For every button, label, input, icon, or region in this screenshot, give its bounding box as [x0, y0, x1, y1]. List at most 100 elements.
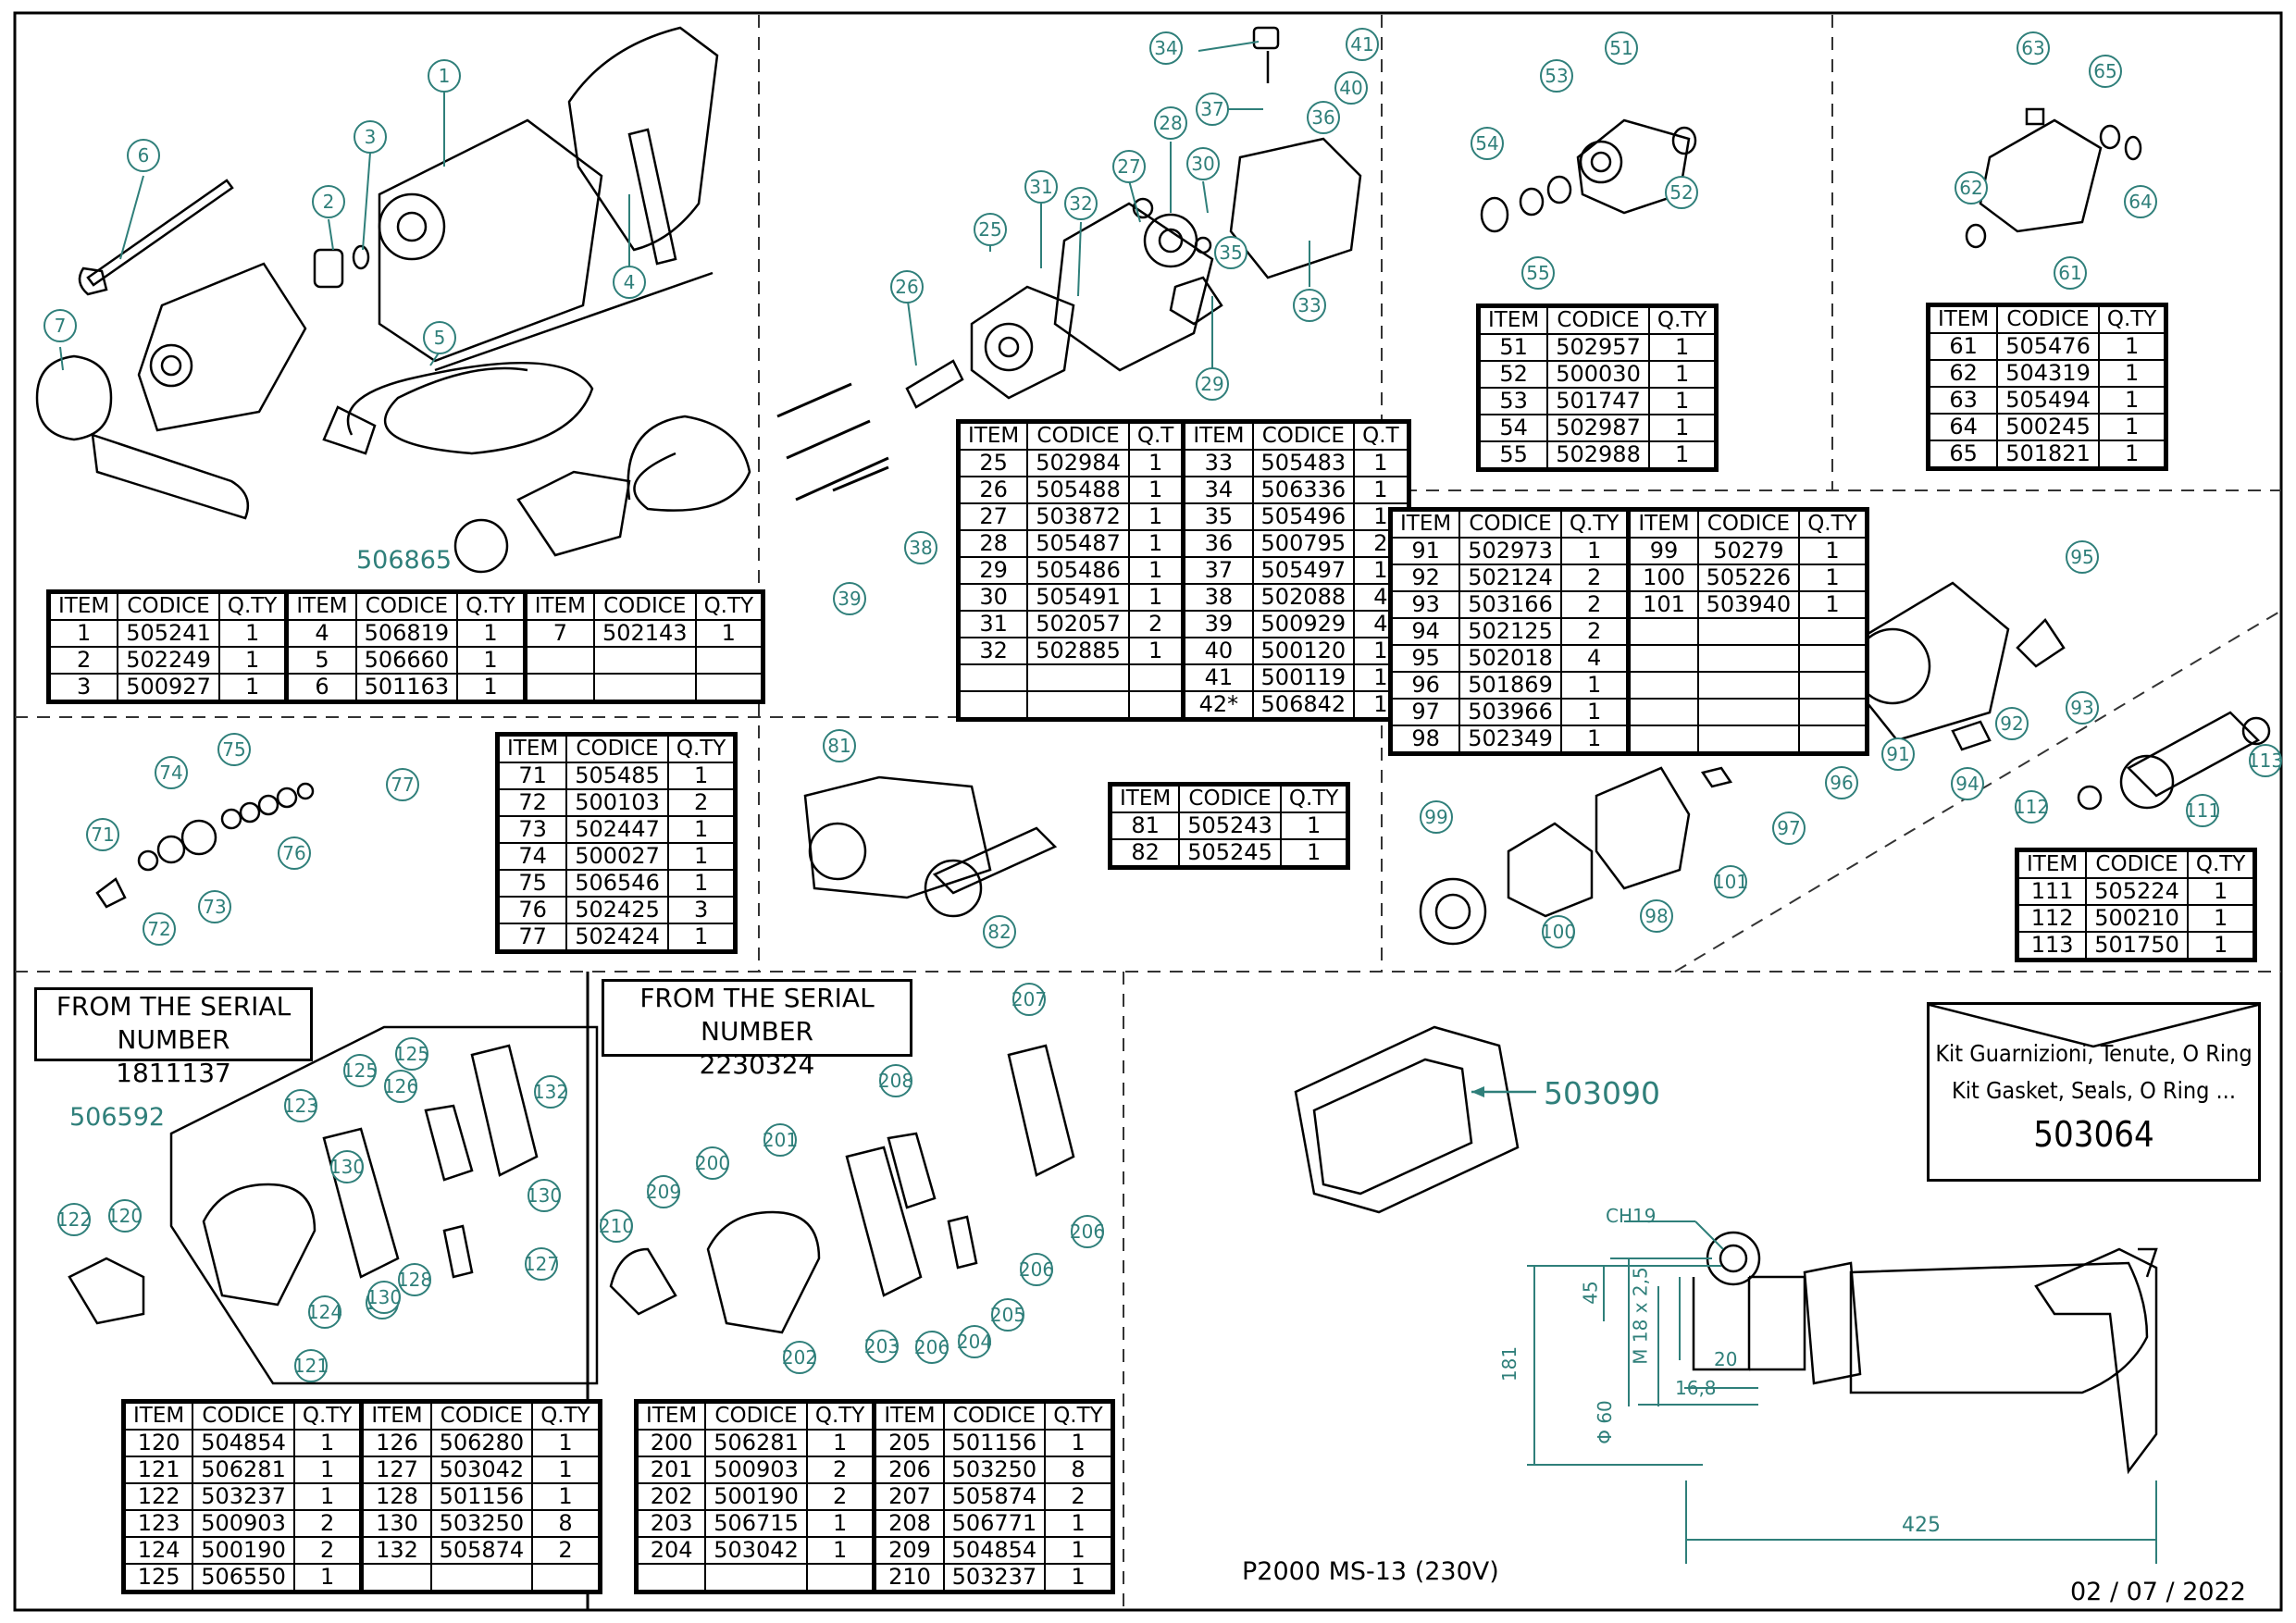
callout-number-33: 33 [1297, 294, 1321, 316]
cell-qty: 1 [217, 673, 288, 703]
callout-number-6: 6 [138, 144, 150, 167]
callout-circle-91 [1881, 737, 1915, 771]
cell-code: 506771 [942, 1509, 1047, 1538]
cell-qty: 1 [456, 673, 527, 703]
callout-number-97: 97 [1777, 817, 1800, 839]
callout-circle-200 [696, 1146, 729, 1180]
cell-qty: 1 [1279, 812, 1349, 840]
cell-item: 1 [47, 619, 119, 648]
callout-number-81: 81 [827, 735, 850, 757]
cell-code [1696, 617, 1801, 646]
col-header-qty: Q.TY [1279, 783, 1349, 813]
cell-item: 75 [496, 869, 568, 898]
cell-qty: 1 [292, 1563, 363, 1593]
cell-qty [694, 673, 764, 703]
cell-item: 205 [872, 1429, 945, 1457]
cell-item: 3 [47, 673, 119, 703]
cell-code: 505476 [1996, 332, 2100, 361]
cell-qty: 2 [1559, 590, 1630, 619]
cell-item: 31 [957, 610, 1029, 638]
col-header-qty: Q.TY [292, 1400, 363, 1431]
carry-case [1294, 1025, 1520, 1214]
cell-code: 506715 [704, 1509, 808, 1538]
cell-qty: 1 [1798, 564, 1868, 592]
cell-item: 71 [496, 762, 568, 790]
callout-number-61: 61 [2058, 262, 2081, 284]
cell-code: 503237 [192, 1482, 295, 1511]
cell-code: 502885 [1026, 637, 1130, 665]
cell-item: 100 [1626, 564, 1699, 592]
cell-qty: 1 [2186, 904, 2256, 933]
cell-qty [1798, 725, 1868, 755]
cell-item: 73 [496, 815, 568, 844]
callout-number-32: 32 [1069, 192, 1092, 215]
cell-code: 505486 [1026, 556, 1130, 585]
dim-ch19: CH19 [1606, 1205, 1657, 1227]
callout-number-25: 25 [978, 218, 1001, 241]
col-header-item: ITEM [284, 590, 357, 621]
cell-item [1626, 617, 1699, 646]
cell-code: 502957 [1546, 333, 1650, 362]
col-header-code: CODICE [704, 1400, 808, 1431]
callout-number-123: 123 [283, 1095, 318, 1117]
callout-circle-1 [428, 59, 461, 93]
callout-circle-25 [974, 213, 1007, 246]
cell-code: 503042 [429, 1456, 534, 1484]
col-header-code: CODICE [592, 590, 697, 621]
callout-number-125: 125 [342, 1059, 378, 1082]
callout-number-125: 125 [394, 1043, 429, 1065]
callout-circle-35 [1214, 236, 1247, 269]
col-header-code: CODICE [1996, 304, 2100, 334]
cell-code: 503966 [1458, 698, 1562, 726]
cell-code: 505497 [1251, 556, 1356, 585]
callout-number-96: 96 [1830, 772, 1853, 794]
col-header-code: CODICE [1026, 420, 1130, 451]
cell-code: 504319 [1996, 359, 2100, 388]
cell-qty: 1 [292, 1456, 363, 1484]
cell-qty: 2 [1127, 610, 1185, 638]
cell-qty: 3 [666, 896, 737, 924]
cell-item: 33 [1181, 449, 1254, 477]
cell-code: 500103 [565, 788, 669, 817]
cell-item: 111 [2016, 877, 2088, 906]
callout-number-37: 37 [1200, 98, 1223, 120]
cell-qty: 1 [1647, 440, 1718, 471]
callout-number-99: 99 [1424, 806, 1447, 828]
col-header-qty: Q.TY [2186, 849, 2256, 879]
cell-code [1696, 698, 1801, 726]
callout-number-126: 126 [383, 1075, 418, 1097]
cell-code: 500190 [704, 1482, 808, 1511]
col-header-code: CODICE [117, 590, 220, 621]
cell-qty: 1 [2186, 877, 2256, 906]
cell-item: 29 [957, 556, 1029, 585]
col-header-item: ITEM [47, 590, 119, 621]
cell-qty: 2 [1559, 617, 1630, 646]
col-header-code: CODICE [429, 1400, 534, 1431]
cell-code: 506550 [192, 1563, 295, 1593]
callout-circle-101 [1714, 865, 1747, 898]
cell-qty: 8 [531, 1509, 602, 1538]
callout-number-7: 7 [55, 315, 67, 337]
callout-circle-52 [1665, 176, 1698, 209]
callout-number-95: 95 [2070, 546, 2093, 568]
serial-note-1-line1: FROM THE SERIAL NUMBER [56, 991, 292, 1055]
callout-number-53: 53 [1545, 65, 1568, 87]
cell-code: 500027 [565, 842, 669, 871]
dim-16-8: 16,8 [1675, 1377, 1717, 1399]
callout-number-206: 206 [914, 1336, 949, 1358]
cell-item: 41 [1181, 663, 1254, 692]
col-header-item: ITEM [872, 1400, 945, 1431]
cell-code: 506546 [565, 869, 669, 898]
callout-circle-111 [2186, 794, 2219, 827]
